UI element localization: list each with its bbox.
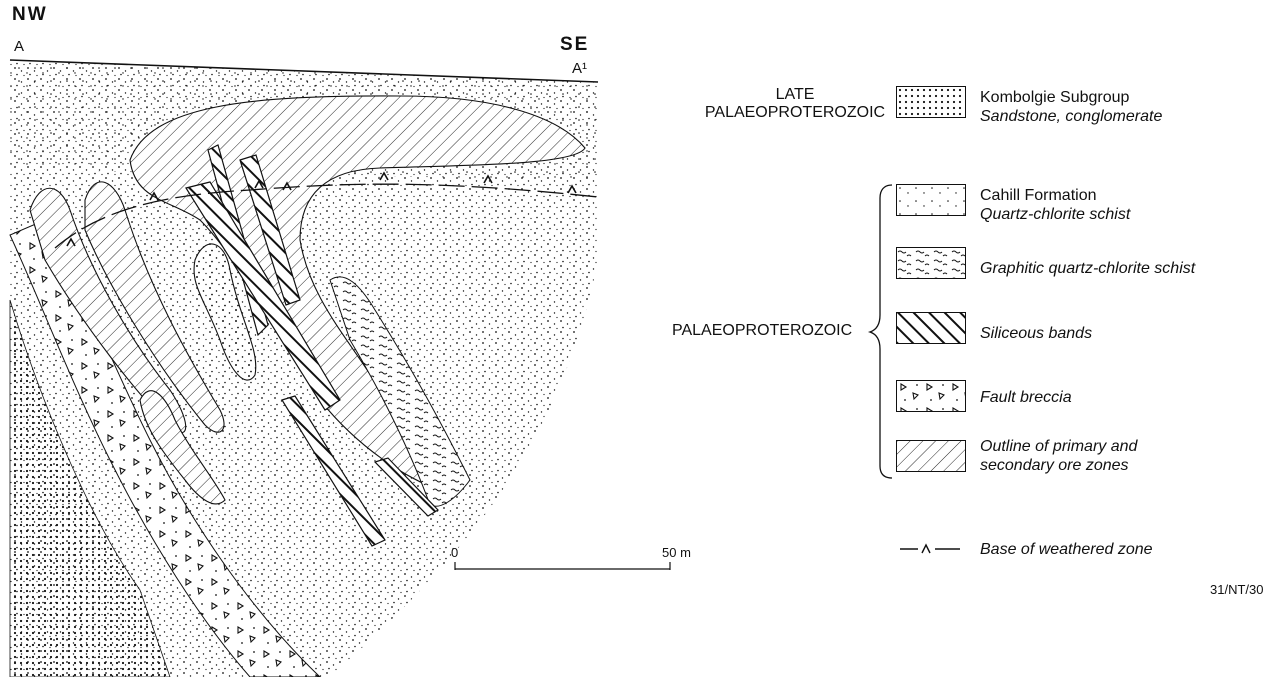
- legend-item-ore-zone: Outline of primary and secondary ore zon…: [980, 437, 1180, 475]
- scale-start-label: 0: [451, 545, 458, 560]
- figure-code: 31/NT/30: [1210, 582, 1263, 597]
- point-a-label: A: [14, 38, 24, 55]
- legend-item-siliceous: Siliceous bands: [980, 324, 1092, 343]
- nw-direction-label: NW: [12, 4, 48, 26]
- siliceous-pattern-swatch: [896, 312, 966, 344]
- legend-item-breccia: Fault breccia: [980, 388, 1072, 407]
- cross-section: [10, 60, 598, 677]
- breccia-pattern-swatch: [896, 380, 966, 412]
- late-palaeoproterozoic-label: LATE PALAEOPROTEROZOIC: [700, 86, 890, 122]
- point-a1-label: A¹: [572, 60, 587, 77]
- legend-item-weathered: Base of weathered zone: [980, 540, 1153, 559]
- palaeoproterozoic-label: PALAEOPROTEROZOIC: [672, 322, 852, 340]
- siliceous-pattern-icon: [897, 313, 966, 344]
- graphitic-pattern-icon: [897, 248, 966, 279]
- legend-weathered-symbol: [900, 545, 960, 553]
- graphitic-pattern-swatch: [896, 247, 966, 279]
- legend-item-graphitic: Graphitic quartz-chlorite schist: [980, 259, 1195, 278]
- ore-zone-pattern-icon: [897, 441, 966, 472]
- scale-end-label: 50 m: [662, 545, 691, 560]
- cahill-pattern-swatch: [896, 184, 966, 216]
- scale-bar: [455, 562, 670, 570]
- cahill-pattern-icon: [897, 185, 966, 216]
- kombolgie-pattern-icon: [897, 87, 966, 118]
- legend-item-cahill: Cahill Formation Quartz-chlorite schist: [980, 186, 1130, 224]
- se-direction-label: SE: [560, 34, 589, 56]
- legend-brace: [870, 185, 892, 478]
- breccia-pattern-icon: [897, 381, 966, 412]
- era-late-line1: LATE: [700, 86, 890, 104]
- kombolgie-pattern-swatch: [896, 86, 966, 118]
- legend-item-kombolgie: Kombolgie Subgroup Sandstone, conglomera…: [980, 88, 1162, 126]
- era-late-line2: PALAEOPROTEROZOIC: [700, 104, 890, 122]
- ore-zone-pattern-swatch: [896, 440, 966, 472]
